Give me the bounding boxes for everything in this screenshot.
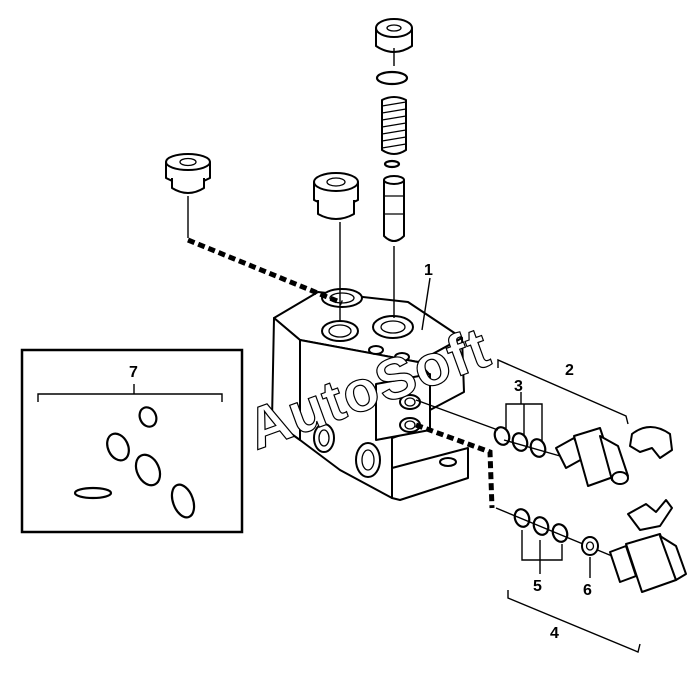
callout-1-leader	[421, 277, 431, 331]
lower-o-rings	[513, 508, 569, 543]
o-ring	[106, 432, 130, 462]
o-ring-small	[138, 406, 158, 428]
callout-4-bracket	[507, 590, 641, 653]
callout-1: 1	[424, 262, 433, 279]
o-ring-kit-bracket	[37, 393, 223, 402]
o-ring-kit-rings	[73, 406, 196, 519]
o-ring	[134, 453, 162, 487]
lower-clamp	[627, 499, 673, 531]
callout-4: 4	[550, 625, 559, 642]
o-ring-flat	[73, 486, 113, 500]
callout-6: 6	[583, 582, 592, 599]
relief-valve-cartridge	[375, 18, 413, 242]
plug-middle	[313, 172, 359, 220]
lower-fitting	[609, 533, 687, 593]
plug-left	[165, 153, 211, 194]
plug-left-dashed-line	[187, 237, 343, 306]
upper-clamp	[629, 426, 673, 459]
valve-body	[271, 288, 469, 501]
lower-fitting-dashed-line	[415, 422, 495, 509]
callout-5: 5	[533, 578, 542, 595]
upper-fitting	[555, 427, 629, 487]
upper-o-rings	[493, 426, 547, 458]
o-ring	[170, 483, 196, 519]
upper-fitting-leader	[415, 399, 499, 431]
callout-5-bracket	[521, 530, 563, 561]
callout-2-bracket	[497, 358, 629, 425]
callout-7: 7	[129, 364, 138, 381]
callout-3: 3	[514, 378, 523, 395]
callout-3-bracket	[505, 403, 543, 442]
lower-washer	[581, 536, 599, 556]
callout-2: 2	[565, 362, 574, 379]
o-ring-kit-box	[20, 348, 244, 534]
